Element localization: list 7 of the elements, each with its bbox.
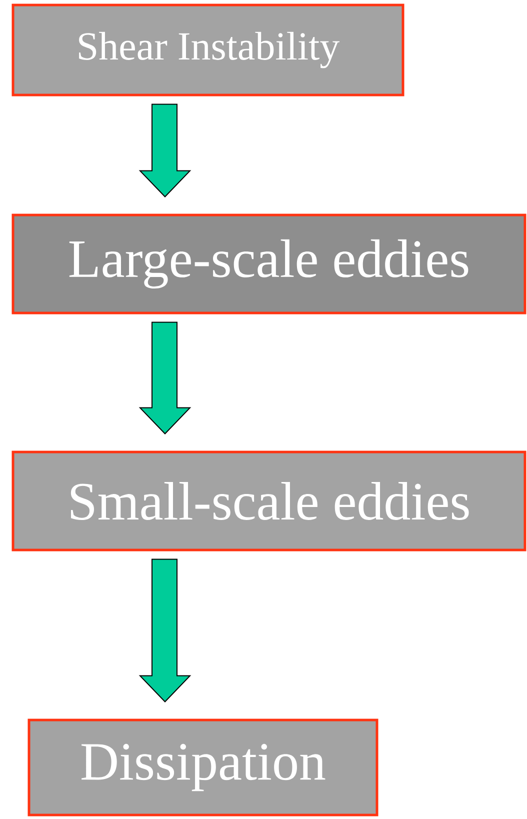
block-arrow — [138, 322, 192, 434]
process-box: Shear Instability — [12, 4, 404, 96]
block-arrow — [138, 558, 192, 702]
block-arrow — [138, 104, 192, 198]
process-box: Small-scale eddies — [12, 450, 526, 552]
process-box: Large-scale eddies — [12, 214, 526, 314]
process-box: Dissipation — [28, 718, 378, 816]
